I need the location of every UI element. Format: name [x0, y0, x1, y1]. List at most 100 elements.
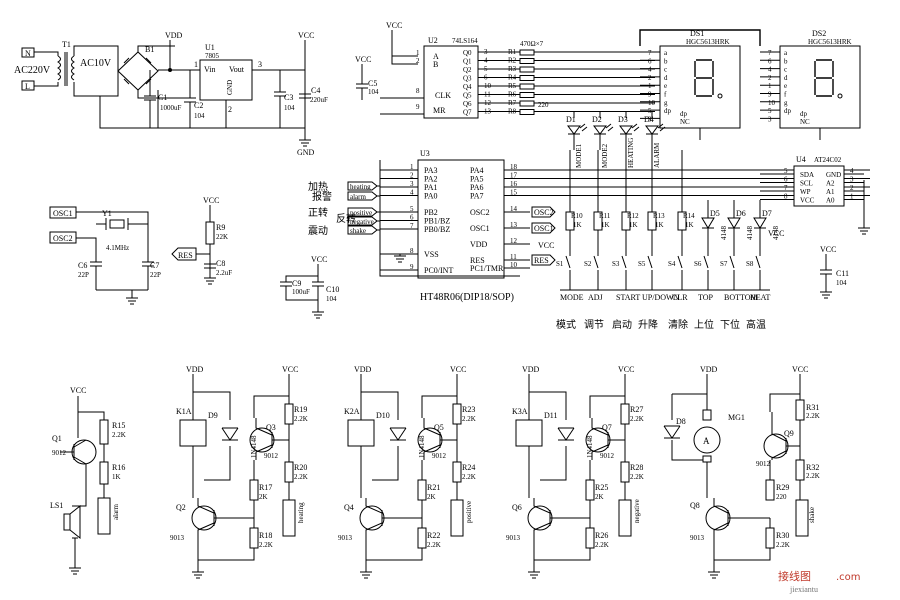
ds2-seg-e: e	[784, 82, 787, 90]
diode-d8	[663, 425, 681, 439]
speaker-cone	[69, 504, 81, 575]
eeprom-ref: U4	[796, 155, 806, 164]
shake-port-tag	[795, 499, 809, 537]
gnd-label: GND	[297, 148, 315, 157]
res-label-r27: R27	[630, 405, 643, 414]
reset-circuit: VCC R9 22K RES C8 2.2uF	[171, 196, 232, 285]
r9-value: 22K	[216, 233, 228, 241]
res-label-r23: R23	[462, 405, 475, 414]
mcu-pin-name-pa7: PA7	[470, 192, 484, 201]
drv-vdd-k2a: VDD	[354, 365, 372, 374]
c10-value: 104	[326, 295, 337, 303]
port-tag-label-positive: positive	[465, 501, 473, 523]
mcu-pin-name-vss: VSS	[424, 250, 439, 259]
resistor-r17	[249, 479, 259, 501]
port-cn-4: 震动	[308, 225, 328, 237]
transformer-primary	[57, 55, 61, 81]
mcu-pin-name-pc1-tmr: PC1/TMR	[470, 264, 504, 273]
led-d4-rays	[657, 123, 666, 132]
drv-wires-k3a	[528, 374, 626, 500]
display-bus-top	[639, 29, 761, 46]
diode-d5	[701, 217, 715, 229]
ds2-pin-10: 10	[768, 99, 776, 107]
port-tag-negative	[347, 216, 378, 226]
led-d4	[645, 125, 659, 135]
mcu-right-pins: 18PA417PA516PA615PA714OSC213OSC112VDD11R…	[470, 163, 870, 273]
mcu-left-bus	[379, 160, 520, 277]
reg-vin: Vin	[204, 65, 216, 74]
transistor-label-q5: Q5	[434, 423, 444, 432]
d8-label: D8	[676, 417, 686, 426]
diode-label-d9: D9	[208, 411, 218, 420]
port-tag-negative	[618, 499, 632, 537]
ds2-ref: DS2	[812, 29, 826, 38]
ee-pin-3: 3	[850, 176, 854, 184]
switch-label-s2: S2	[584, 260, 592, 268]
ee-pin-name-scl: SCL	[800, 180, 813, 188]
ds2-seg-c: c	[784, 66, 787, 74]
r32-label: R32	[806, 463, 819, 472]
q8-leads	[708, 498, 770, 579]
mcu-tag-osc1	[531, 222, 556, 234]
res-label-r25: R25	[595, 483, 608, 492]
key-en-0: MODE	[560, 293, 584, 302]
transformer-core	[64, 52, 68, 86]
res-value-r14: 1K	[685, 221, 694, 229]
shift-vcc: VCC	[386, 21, 402, 30]
reg-part: 7805	[205, 52, 220, 60]
res-wire-r26	[534, 548, 591, 561]
switch-s3	[621, 250, 627, 290]
crystal-leads	[96, 218, 148, 230]
switch-label-s4: S4	[668, 260, 676, 268]
motor-driver: VDD A MG1 D8 VCC R31 2.2K R32 2.2K Q9 90…	[663, 365, 820, 579]
vdd-label-1: VDD	[165, 31, 183, 40]
c4-label: C4	[311, 86, 320, 95]
res-value-r12: 1K	[629, 221, 638, 229]
mcu-porta-bus	[530, 169, 870, 196]
res-label-r12: R12	[627, 212, 639, 220]
c8-value: 2.2uF	[216, 269, 232, 277]
diode-part-d10: 1N4148	[418, 435, 426, 458]
port-cn-3: 反转	[336, 212, 356, 225]
res-label-r18: R18	[259, 531, 272, 540]
c5-value: 104	[368, 88, 379, 96]
mcu-pin-14: 14	[510, 205, 518, 213]
ds2-digit	[814, 59, 834, 97]
switch-s2	[593, 250, 599, 290]
key-matrix: R101KR111KR121KR131KR141KD54148D64148D74…	[556, 150, 780, 331]
drv-vcc-k1a: VCC	[282, 365, 298, 374]
resistor-r26	[585, 527, 595, 549]
ds2-seg-f: f	[784, 91, 787, 99]
resistor-r4	[519, 75, 535, 81]
shift-a: A	[433, 52, 439, 61]
relay-label-k3a: K3A	[512, 407, 528, 416]
shift-out-q1: Q1	[463, 58, 472, 66]
switch-s5	[647, 250, 653, 290]
shift-pin-8: 8	[416, 87, 420, 95]
mcu-pin-name-pa5: PA5	[470, 175, 484, 184]
eeprom-part: AT24C02	[814, 156, 842, 164]
motor-brush-bottom	[702, 455, 712, 463]
watermark-cn: 接线图	[778, 569, 811, 583]
shift-ref: U2	[428, 36, 438, 45]
mcu-pin-name-pb0-bz: PB0/BZ	[424, 225, 450, 234]
diode-label-d5: D5	[710, 209, 720, 218]
c2-value: 104	[194, 112, 205, 120]
ee-pin-name-vcc: VCC	[800, 197, 815, 205]
ds1-decimal-point	[717, 93, 723, 99]
res-value-r20: 2.2K	[294, 473, 308, 481]
key-cn-0: 模式	[556, 318, 576, 331]
q1-label: Q1	[52, 434, 62, 443]
resistor-r23	[452, 403, 462, 425]
watermark-latin: jiexiantu	[789, 585, 818, 594]
key-en-7: HEAT	[750, 293, 771, 302]
motor-mg1	[693, 426, 721, 454]
ds1-seg-f: f	[664, 91, 667, 99]
transistor-leads-q2	[192, 498, 255, 579]
ds2-part: HGC5613HRK	[808, 38, 852, 46]
ds1-pin-3: 3	[648, 115, 652, 123]
ds2-pin-2: 2	[768, 74, 772, 82]
c8-symbol	[204, 263, 216, 269]
